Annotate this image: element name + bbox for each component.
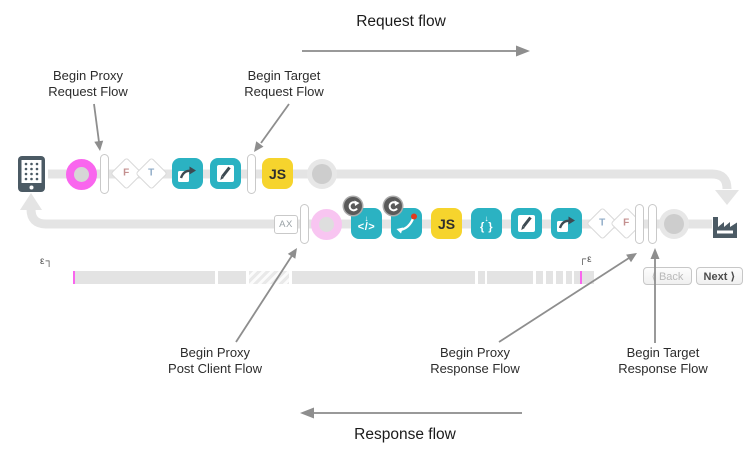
begin-proxy-post-client-pointer: [235, 253, 294, 343]
analytics-ax-marker[interactable]: AX: [274, 215, 298, 234]
timeline-segment: [556, 271, 563, 284]
timeline-segment: [566, 271, 572, 284]
begin-proxy-request-pointer: [93, 103, 100, 143]
timeline-segment: [546, 271, 553, 284]
timeline-segment: [478, 271, 485, 284]
timeline-segment: [218, 271, 246, 284]
timeline-tick: [580, 271, 582, 284]
js-policy-icon[interactable]: JS: [262, 158, 293, 189]
timeline-segment: [292, 271, 475, 284]
response-end-marker[interactable]: [664, 214, 684, 234]
begin-target-request-label: Begin Target Request Flow: [244, 68, 324, 99]
epsilon-left-marker: ε┐: [40, 256, 54, 267]
timeline-segment: [536, 271, 543, 284]
timeline-tick: [73, 271, 75, 284]
request-pipe-arrowhead: [715, 190, 739, 205]
timeline-bar[interactable]: [73, 271, 595, 284]
assign-message-policy-icon[interactable]: ↓ { }: [471, 208, 502, 239]
callout-policy-icon[interactable]: [172, 158, 203, 189]
replay-badge-icon[interactable]: [384, 197, 402, 215]
back-button[interactable]: ⟨ Back: [643, 267, 692, 285]
target-request-flow-marker[interactable]: [247, 154, 256, 194]
timeline-segment: [75, 271, 215, 284]
epsilon-right-marker: ┌ε: [579, 254, 593, 265]
js-policy-icon[interactable]: JS: [431, 208, 462, 239]
response-start-marker[interactable]: [311, 209, 342, 240]
begin-proxy-post-client-label: Begin Proxy Post Client Flow: [168, 345, 262, 376]
target-response-flow-marker[interactable]: [648, 204, 657, 244]
timeline-segment-hatched: [249, 271, 289, 284]
mobile-client-icon: [18, 156, 45, 197]
begin-target-response-label: Begin Target Response Flow: [618, 345, 708, 376]
proxy-post-client-flow-marker[interactable]: [300, 204, 309, 244]
pencil-policy-icon[interactable]: [511, 208, 542, 239]
begin-proxy-request-label: Begin Proxy Request Flow: [48, 68, 128, 99]
proxy-request-flow-marker[interactable]: [100, 154, 109, 194]
begin-target-request-pointer: [260, 103, 290, 144]
timeline-segment: [574, 271, 594, 284]
proxy-response-flow-marker[interactable]: [635, 204, 644, 244]
request-flow-label: Request flow: [356, 13, 446, 30]
next-button[interactable]: Next ⟩: [696, 267, 743, 285]
condition-diamond-true[interactable]: T: [135, 157, 168, 190]
begin-proxy-response-label: Begin Proxy Response Flow: [430, 345, 520, 376]
flow-start-marker[interactable]: [66, 159, 97, 190]
replay-badge-icon[interactable]: [344, 197, 362, 215]
request-end-marker[interactable]: [312, 164, 332, 184]
target-factory-icon: [710, 209, 740, 244]
response-flow-label: Response flow: [354, 426, 456, 443]
callout-policy-icon[interactable]: [551, 208, 582, 239]
pencil-policy-icon[interactable]: [210, 158, 241, 189]
timeline-segment: [487, 271, 533, 284]
